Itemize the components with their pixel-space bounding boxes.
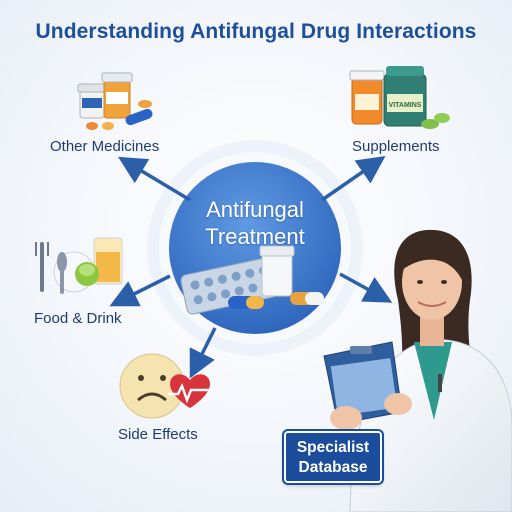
center-title-line1: Antifungal bbox=[206, 197, 304, 222]
arrow-supplements bbox=[321, 156, 386, 202]
page-title: Understanding Antifungal Drug Interactio… bbox=[35, 20, 477, 43]
arrow-side-effects bbox=[189, 327, 217, 379]
node-label-other-medicines: Other Medicines bbox=[50, 138, 160, 155]
node-label-supplements: Supplements bbox=[352, 138, 440, 155]
arrow-specialist bbox=[339, 272, 393, 303]
side-effects-icon bbox=[119, 353, 213, 419]
arrow-other-medicines bbox=[117, 156, 191, 202]
database-button-line2: Database bbox=[298, 459, 368, 476]
doctor-illustration bbox=[323, 229, 512, 512]
arrow-food-drink bbox=[109, 274, 171, 307]
connector-arrows bbox=[109, 156, 393, 379]
center-node: Antifungal Treatment bbox=[160, 196, 350, 250]
supplement-bottles-icon: VITAMINS bbox=[349, 66, 450, 129]
specialist-database-button[interactable]: Specialist Database bbox=[284, 431, 382, 483]
center-pills-icon bbox=[180, 245, 324, 315]
node-label-side-effects: Side Effects bbox=[118, 426, 198, 443]
node-label-food-drink: Food & Drink bbox=[34, 310, 122, 327]
medicine-bottles-icon bbox=[77, 72, 153, 130]
database-button-line1: Specialist bbox=[296, 439, 370, 456]
center-title-line2: Treatment bbox=[205, 224, 305, 249]
food-drink-icon bbox=[35, 237, 123, 294]
vitamins-label: VITAMINS bbox=[389, 102, 422, 109]
